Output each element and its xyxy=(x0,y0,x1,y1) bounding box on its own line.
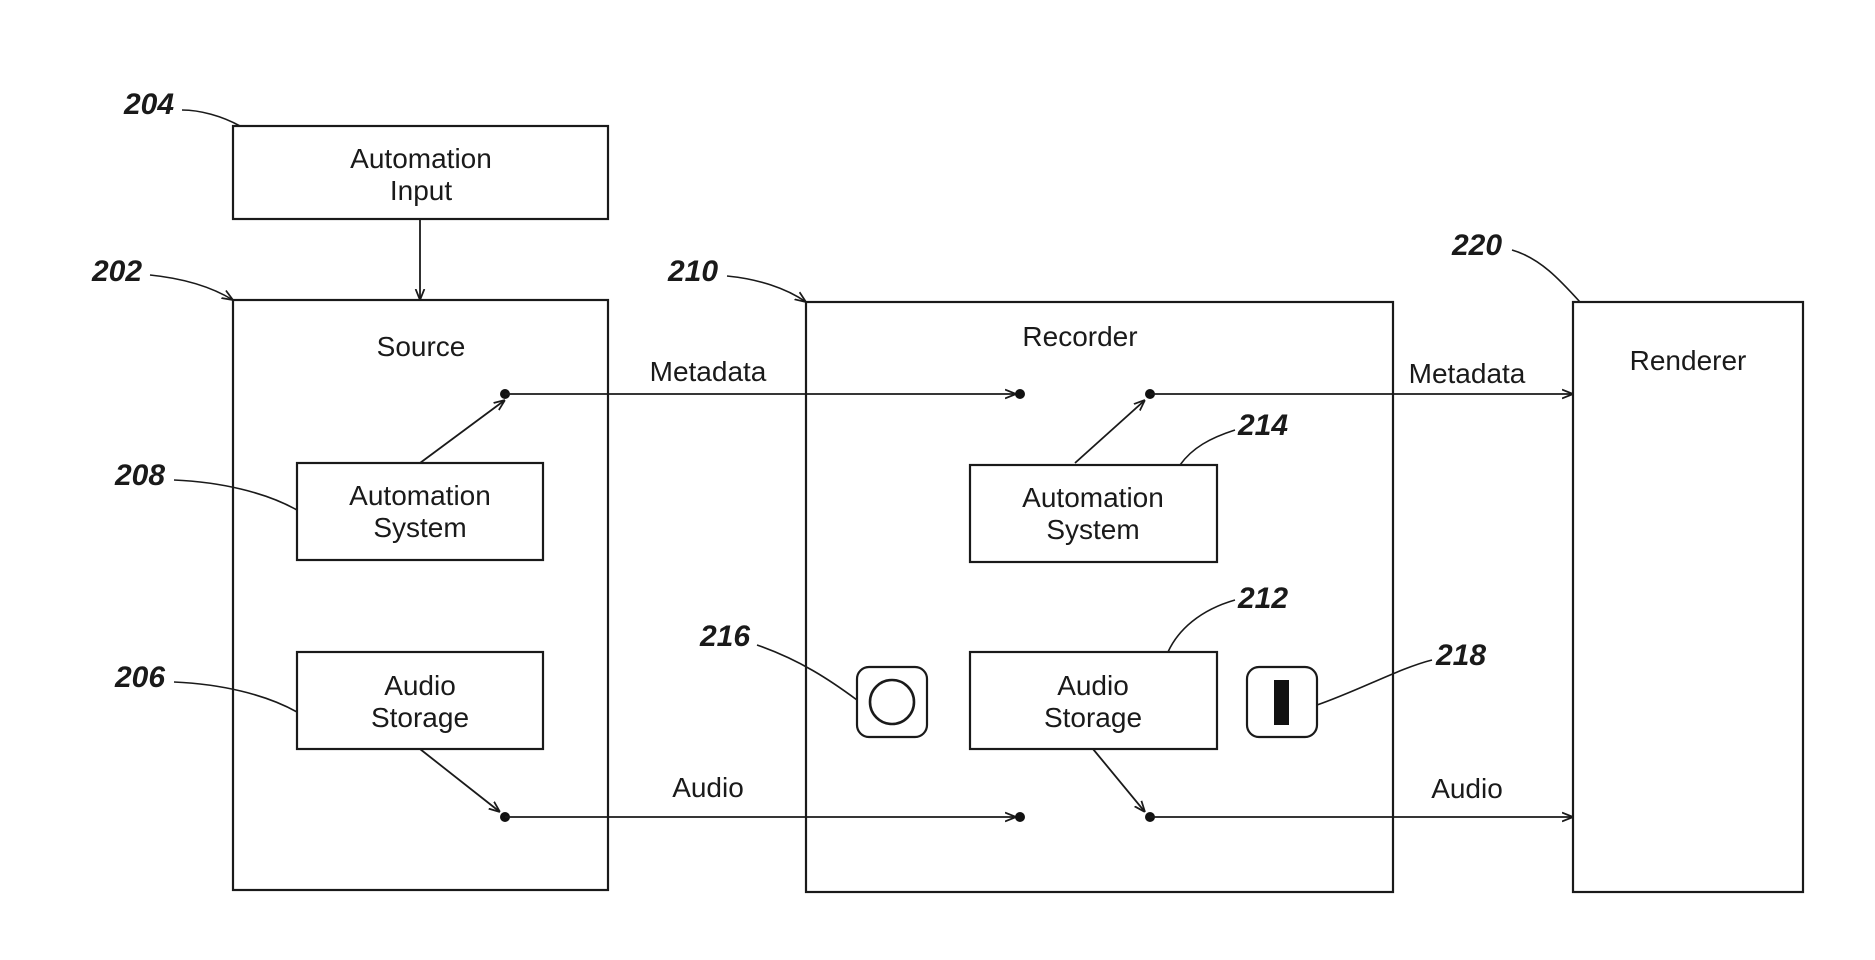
ref-204: 204 xyxy=(123,88,174,121)
source-block: Source xyxy=(233,300,608,890)
metadata-out-label: Metadata xyxy=(1409,358,1526,389)
source-audio-storage-label-line2: Storage xyxy=(371,702,469,733)
record-button-icon xyxy=(857,667,927,737)
renderer-block: Renderer xyxy=(1573,302,1803,892)
ref-202-leader xyxy=(150,275,233,300)
ref-206: 206 xyxy=(114,661,165,694)
source-automation-system-label-line2: System xyxy=(373,512,466,543)
source-audio-storage-label-line1: Audio xyxy=(384,670,456,701)
recorder-audio-storage-label-line2: Storage xyxy=(1044,702,1142,733)
ref-202: 202 xyxy=(91,255,142,288)
ref-204-leader xyxy=(182,110,240,126)
recorder-label: Recorder xyxy=(1022,321,1137,352)
ref-214: 214 xyxy=(1237,409,1288,442)
recorder-metadata-in-node xyxy=(1015,389,1025,399)
recorder-audio-storage-block: Audio Storage xyxy=(970,652,1217,749)
source-label: Source xyxy=(377,331,466,362)
recorder-block: Recorder xyxy=(806,302,1393,892)
automation-input-label-line1: Automation xyxy=(350,143,492,174)
audio-in-label: Audio xyxy=(672,772,744,803)
metadata-in-label: Metadata xyxy=(650,356,767,387)
audio-out-label: Audio xyxy=(1431,773,1503,804)
stop-bar-icon xyxy=(1247,667,1317,737)
source-automation-system-label-line1: Automation xyxy=(349,480,491,511)
automation-input-label-line2: Input xyxy=(390,175,452,206)
ref-216: 216 xyxy=(699,620,750,653)
ref-212: 212 xyxy=(1237,582,1288,615)
recorder-automation-system-label-line2: System xyxy=(1046,514,1139,545)
ref-210: 210 xyxy=(667,255,718,288)
ref-208: 208 xyxy=(114,459,165,492)
recorder-audio-storage-label-line1: Audio xyxy=(1057,670,1129,701)
recorder-automation-system-block: Automation System xyxy=(970,465,1217,562)
renderer-label: Renderer xyxy=(1630,345,1747,376)
source-audio-storage-block: Audio Storage xyxy=(297,652,543,749)
ref-210-leader xyxy=(727,276,806,302)
recorder-automation-system-label-line1: Automation xyxy=(1022,482,1164,513)
recorder-audio-in-node xyxy=(1015,812,1025,822)
source-automation-system-block: Automation System xyxy=(297,463,543,560)
ref-220-leader xyxy=(1512,250,1580,302)
ref-218: 218 xyxy=(1435,639,1486,672)
ref-220: 220 xyxy=(1451,229,1502,262)
automation-input-block: Automation Input xyxy=(233,126,608,219)
